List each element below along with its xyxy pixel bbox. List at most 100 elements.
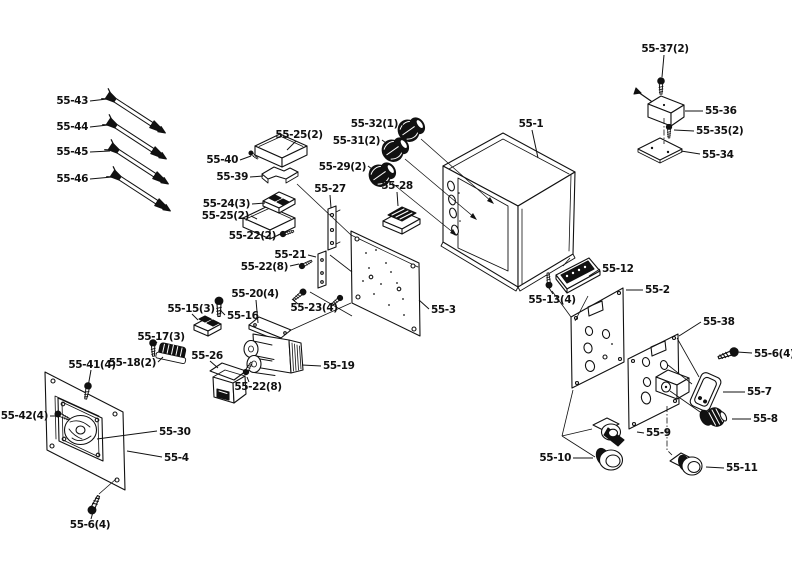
part-55-34-plate xyxy=(637,137,683,164)
part-55-11-pushbutton xyxy=(669,452,703,476)
part-label-55-11: 55-11 xyxy=(726,462,758,474)
part-label-55-16: 55-16 xyxy=(227,310,259,322)
leader-line-55-32-1 xyxy=(399,122,405,127)
leader-line-55-35-2 xyxy=(673,129,695,132)
part-55-2-panel xyxy=(570,287,625,389)
part-label-55-31-2: 55-31(2) xyxy=(333,135,380,147)
part-label-55-28: 55-28 xyxy=(381,180,413,192)
part-label-55-42-4: 55-42(4) xyxy=(1,410,48,422)
leader-line-55-30 xyxy=(96,430,158,440)
leader-line-55-6-4-bottom xyxy=(90,511,94,520)
leader-line-55-12 xyxy=(588,268,601,277)
part-label-55-41-4: 55-41(4) xyxy=(68,359,115,371)
part-55-1-enclosure xyxy=(440,132,576,292)
part-label-55-6-4-right: 55-6(4) xyxy=(754,348,792,360)
leader-line-55-46 xyxy=(89,176,113,180)
part-label-55-17-3: 55-17(3) xyxy=(137,331,184,343)
leader-line-55-15-3 xyxy=(191,313,199,321)
part-label-55-19: 55-19 xyxy=(323,360,355,372)
part-55-3-plate xyxy=(350,230,421,337)
leader-line-55-29-2 xyxy=(367,165,373,170)
part-label-55-37-2: 55-37(2) xyxy=(641,43,688,55)
leader-line-55-44 xyxy=(89,124,109,128)
part-55-21-bracket xyxy=(317,250,327,289)
part-55-43-cable xyxy=(101,88,170,139)
leader-line-55-37-2 xyxy=(661,54,665,78)
part-label-55-36: 55-36 xyxy=(705,105,737,117)
part-label-55-13-4: 55-13(4) xyxy=(528,294,575,306)
part-label-55-22-8-a: 55-22(8) xyxy=(241,261,288,273)
part-label-55-6-4-bottom: 55-6(4) xyxy=(70,519,110,531)
part-55-44-cable xyxy=(102,114,171,165)
part-55-12-display xyxy=(555,257,601,294)
leader-line-55-45 xyxy=(89,150,111,153)
leader-line-55-4 xyxy=(126,450,163,458)
part-label-55-26: 55-26 xyxy=(191,350,223,362)
part-55-24-terminal xyxy=(262,191,296,214)
leader-line-55-20-4 xyxy=(255,299,259,324)
part-55-39-bracket xyxy=(261,166,299,184)
leader-line-55-28 xyxy=(396,191,399,207)
part-label-55-22-8-b: 55-22(8) xyxy=(234,381,281,393)
part-55-28-terminal-block xyxy=(382,206,421,235)
leader-line-55-26 xyxy=(209,360,219,369)
part-55-19-transformer xyxy=(243,316,304,376)
part-label-55-32-1: 55-32(1) xyxy=(351,118,398,130)
leader-line-55-22-8-a xyxy=(289,263,300,267)
part-55-45-cable xyxy=(104,139,173,190)
part-label-55-12: 55-12 xyxy=(602,263,634,275)
leader-line-55-21 xyxy=(307,254,317,258)
leader-line-55-43 xyxy=(89,98,108,102)
part-55-16-screw xyxy=(214,296,224,318)
leader-line-55-9 xyxy=(636,431,645,434)
part-label-55-25-2-b: 55-25(2) xyxy=(202,210,249,222)
part-55-6-4-bottom-screw xyxy=(86,493,103,516)
part-55-9-selector-switch xyxy=(592,417,625,447)
part-label-55-3: 55-3 xyxy=(431,304,456,316)
leader-line-55-27 xyxy=(329,194,332,209)
part-label-55-35-2: 55-35(2) xyxy=(696,125,743,137)
part-55-8-connector xyxy=(699,407,728,427)
part-55-10-pushbutton xyxy=(595,447,624,471)
leader-line-55-24-3 xyxy=(251,202,266,205)
leader-line-55-39 xyxy=(249,175,264,178)
leader-line-55-22-2 xyxy=(277,231,288,236)
leader-line-55-6-4-right xyxy=(736,351,753,354)
part-label-55-44: 55-44 xyxy=(56,121,88,133)
leader-line-55-17-3 xyxy=(153,341,158,347)
part-55-18-terminal-block xyxy=(155,342,187,364)
leader-line-55-41-4 xyxy=(87,369,92,388)
part-label-55-39: 55-39 xyxy=(216,171,248,183)
leader-line-55-38 xyxy=(678,321,702,337)
part-55-30-fan xyxy=(54,395,104,462)
part-label-55-2: 55-2 xyxy=(645,284,670,296)
part-label-55-46: 55-46 xyxy=(56,173,88,185)
part-label-55-22-2: 55-22(2) xyxy=(229,230,276,242)
leader-line-55-22-8-b xyxy=(246,376,250,383)
part-label-55-23-4: 55-23(4) xyxy=(290,302,337,314)
part-label-55-15-3: 55-15(3) xyxy=(167,303,214,315)
leader-line-55-13-4 xyxy=(548,287,554,295)
part-55-6-4-right-screw xyxy=(716,346,740,363)
part-label-55-30: 55-30 xyxy=(159,426,191,438)
part-55-35-2-screw xyxy=(665,123,673,139)
part-55-15-connector xyxy=(193,315,222,337)
leader-line-55-34 xyxy=(680,150,701,155)
part-label-55-45: 55-45 xyxy=(56,146,88,158)
leader-line-55-31-2 xyxy=(381,139,387,144)
leader-line-55-40 xyxy=(239,155,252,161)
part-label-55-27: 55-27 xyxy=(314,183,346,195)
part-label-55-7: 55-7 xyxy=(747,386,772,398)
part-label-55-9: 55-9 xyxy=(646,427,671,439)
part-55-38-panel xyxy=(627,333,680,430)
part-label-55-34: 55-34 xyxy=(702,149,734,161)
part-55-37-2-screw xyxy=(657,77,665,95)
part-label-55-10: 55-10 xyxy=(539,452,571,464)
part-label-55-1: 55-1 xyxy=(519,118,544,130)
leader-line-55-25-2-a xyxy=(286,140,297,151)
part-label-55-4: 55-4 xyxy=(164,452,189,464)
part-label-55-25-2-a: 55-25(2) xyxy=(275,129,322,141)
part-label-55-20-4: 55-20(4) xyxy=(231,288,278,300)
